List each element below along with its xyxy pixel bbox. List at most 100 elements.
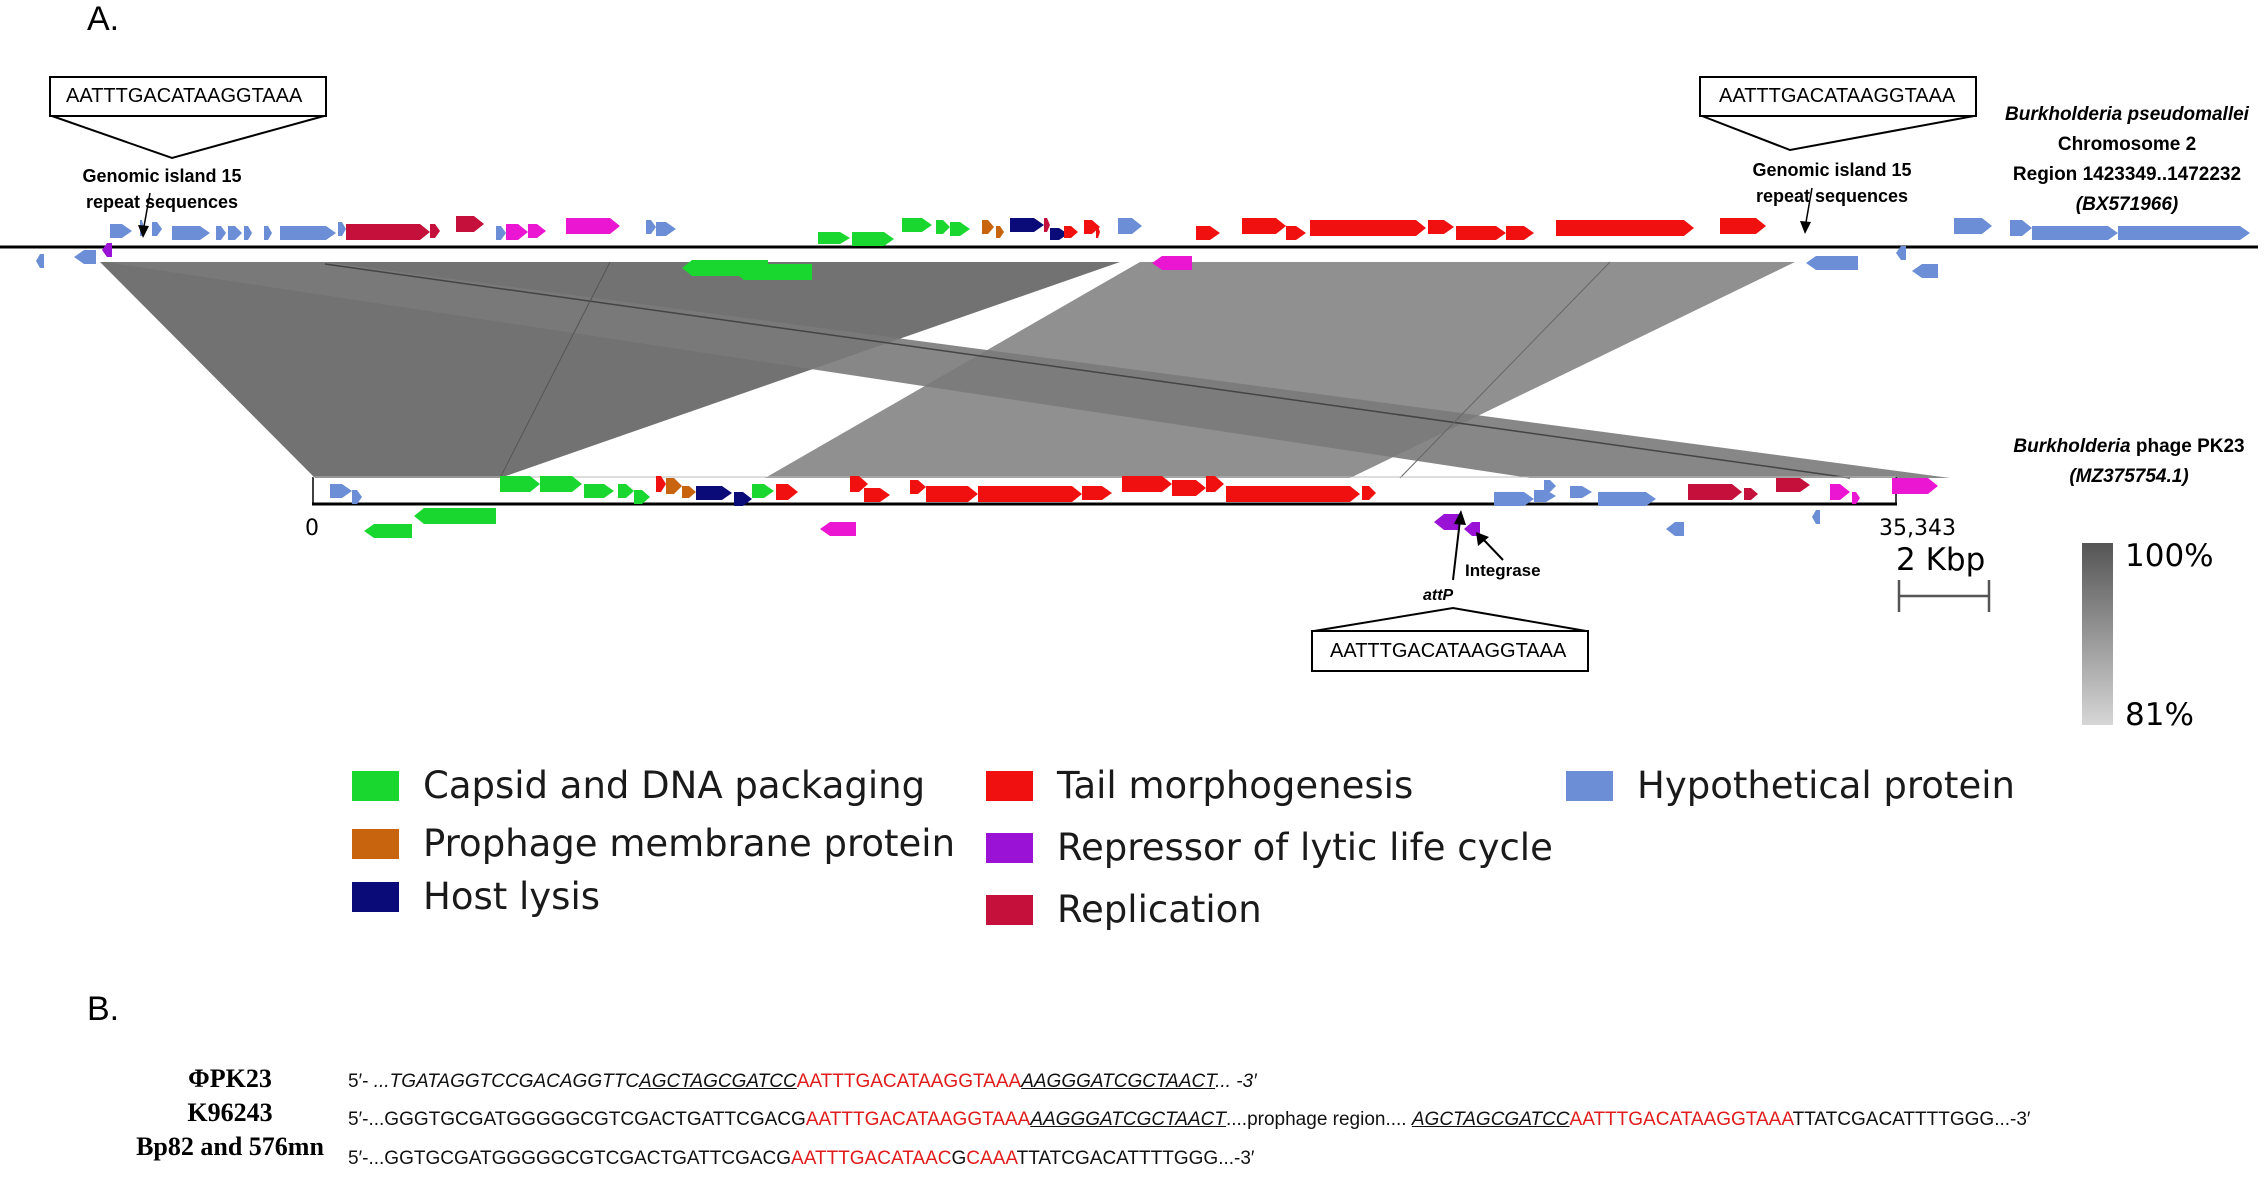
gene-arrow-hypothetical [338, 222, 346, 236]
seq-row-bp82: 5′-...GGTGCGATGGGGGCGTCGACTGATTCGACGAATT… [348, 1148, 1255, 1170]
gene-arrow-hypothetical [1598, 492, 1656, 506]
motif-attp: AATTTGACATAAGGTAAA [1330, 640, 1567, 662]
gene-arrow-hypothetical [2118, 226, 2250, 240]
gene-arrow-tail [776, 484, 798, 500]
gene-arrow-capsid [540, 476, 582, 492]
identity-min-label: 81% [2125, 697, 2194, 733]
gene-arrow-magenta [1830, 484, 1850, 500]
seq-seg: ...TGATAGGTCCGACAGGTTC [373, 1071, 640, 1092]
panel-b-label: B. [87, 990, 120, 1028]
gi-left-arrow [142, 192, 151, 233]
panel-a-label: A. [87, 0, 120, 38]
phage-start-coordinate: 0 [305, 516, 319, 541]
gene-arrow-tail [1286, 226, 1306, 240]
identity-gradient [2082, 543, 2113, 725]
motif-box-attp [1311, 630, 1589, 672]
gi-label-right-line2: repeat sequences [1755, 186, 1909, 206]
legend-label: Tail morphogenesis [1057, 764, 1414, 807]
gene-arrow-magenta [1892, 478, 1938, 494]
motif-box-right [1699, 76, 1977, 117]
gene-arrow-hypothetical [228, 226, 242, 240]
gene-arrow-capsid [500, 476, 540, 492]
gene-arrow-hypothetical [352, 490, 362, 504]
ribbon-3 [105, 262, 1950, 478]
legend-swatch [986, 770, 1033, 801]
gene-arrow-membrane-protein [666, 478, 682, 494]
gi-label-left-line1: Genomic island 15 [82, 166, 242, 186]
seq-row-label-pk23: ΦPK23 [188, 1064, 272, 1093]
legend-item-membrane: Prophage membrane protein [352, 822, 955, 865]
gene-arrow-capsid [752, 484, 774, 498]
phage-end-coordinate: 35,343 [1879, 516, 1956, 541]
seq-seg: AATTTGACATAAGGTAAA [796, 1071, 1022, 1092]
gene-arrow-tail [1172, 480, 1206, 496]
gi-label-left-line2: repeat sequences [85, 192, 239, 212]
legend-label: Hypothetical protein [1637, 764, 2015, 807]
gene-arrow-hypothetical [36, 254, 44, 268]
gene-arrow-replication [346, 224, 430, 240]
gene-arrow-repressor [1434, 514, 1460, 530]
seq-seg: 5′-...GGTGCGATGGGGGCGTCGACTGATTCGACG [348, 1148, 792, 1169]
gene-arrow-tail [850, 476, 868, 492]
gene-arrow-hypothetical [1118, 218, 1142, 234]
integrase-arrowhead [1476, 532, 1489, 546]
gene-arrow-tail [926, 486, 978, 502]
gene-arrow-tail [1310, 220, 1426, 236]
ribbon-edge [499, 261, 611, 479]
gene-arrow-hypothetical [2010, 220, 2032, 236]
seq-seg: AAGGGATCGCTAACT [1021, 1071, 1216, 1092]
gene-arrow-tail [656, 476, 666, 492]
attp-label: attP [1423, 587, 1454, 604]
gene-arrow-replication [1744, 488, 1758, 500]
gene-arrow-hypothetical [152, 222, 162, 236]
identity-max-label: 100% [2125, 538, 2214, 574]
gene-arrow-tail [910, 480, 926, 494]
legend-label: Repressor of lytic life cycle [1057, 826, 1553, 869]
seq-row-label-bp82: Bp82 and 576mn [136, 1132, 324, 1161]
gene-arrow-magenta [566, 218, 620, 234]
gene-arrow-membrane-protein [982, 220, 994, 234]
gene-arrow-tail [864, 488, 890, 502]
legend-label: Capsid and DNA packaging [423, 764, 926, 807]
chromosome-species: Burkholderia pseudomallei [2005, 104, 2249, 125]
seq-seg: CAAA [966, 1148, 1017, 1169]
phage-name: phage PK23 [2130, 436, 2245, 457]
gene-arrow-hypothetical [1812, 510, 1820, 524]
gene-arrow-repressor [1464, 522, 1480, 536]
gene-arrow-hypothetical [656, 222, 676, 236]
chromosome-region: Region 1423349..1472232 [2012, 164, 2242, 185]
motif-pointer-left [51, 115, 325, 160]
legend-swatch [986, 894, 1033, 925]
gene-arrow-tail [1196, 226, 1220, 240]
gi-label-left: Genomic island 15 repeat sequences [62, 163, 262, 215]
seq-seg: ....prophage region.... [1225, 1109, 1412, 1130]
seq-seg: 5′- [348, 1071, 374, 1092]
legend-label: Prophage membrane protein [423, 822, 956, 865]
gene-arrow-hypothetical [496, 226, 506, 240]
gi-right-arrowhead [1800, 221, 1811, 234]
ribbon-edge [1399, 261, 1611, 479]
gene-arrow-hypothetical [1494, 492, 1534, 506]
legend-item-repressor: Repressor of lytic life cycle [986, 826, 1553, 869]
chromosome-title: Burkholderia pseudomallei Chromosome 2 R… [1982, 100, 2268, 220]
integrase-label: Integrase [1465, 561, 1541, 580]
gene-arrow-membrane-protein [996, 226, 1004, 238]
gene-arrow-tail [1242, 218, 1286, 234]
chromosome-name: Chromosome 2 [2057, 134, 2197, 155]
gene-arrow-tail [1096, 226, 1100, 238]
gene-arrow-capsid [414, 508, 496, 524]
gene-arrow-replication [430, 224, 440, 238]
gene-arrow-hypothetical [1806, 256, 1858, 270]
legend-item-tail: Tail morphogenesis [986, 764, 1413, 807]
legend-swatch [352, 881, 399, 912]
gene-arrow-hypothetical [1896, 246, 1906, 260]
legend-swatch [986, 832, 1033, 863]
gene-arrow-hypothetical [1544, 480, 1556, 492]
gene-arrow-capsid [734, 264, 812, 280]
attp-arrow [1452, 519, 1461, 581]
seq-seg: AAGGGATCGCTAACT [1030, 1109, 1226, 1130]
gene-arrow-hypothetical [280, 226, 336, 240]
seq-seg: AGCTAGCGATCC [639, 1071, 797, 1092]
gene-arrow-hypothetical [172, 226, 210, 240]
